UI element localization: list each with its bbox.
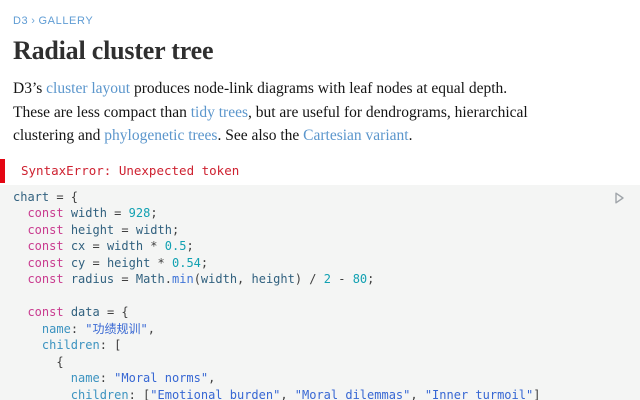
code-line <box>13 288 627 305</box>
intro-text: D3’s <box>13 80 47 97</box>
code-line: { <box>13 354 64 369</box>
inline-link[interactable]: cluster layout <box>46 80 131 97</box>
inline-link[interactable]: tidy trees <box>190 103 248 121</box>
code-editor[interactable]: chart = { const width = 928; const heigh… <box>13 189 627 400</box>
breadcrumb-item-d3[interactable]: D3 <box>13 15 29 27</box>
code-line: name: "功绩规训", <box>41 321 155 336</box>
intro-text: produces node-link diagrams with leaf no… <box>130 80 508 97</box>
breadcrumb-item-gallery[interactable]: GALLERY <box>38 15 94 27</box>
error-message: SyntaxError: Unexpected token <box>21 162 240 178</box>
code-line: children: ["Emotional burden", "Moral di… <box>70 387 541 400</box>
inline-link[interactable]: Cartesian variant <box>303 127 409 144</box>
intro-paragraph: D3’s cluster layout produces node-link d… <box>13 77 573 148</box>
code-line: const cy = height * 0.54; <box>27 255 209 270</box>
code-line: const radius = Math.min(width, height) /… <box>27 272 375 286</box>
code-line: const width = 928; <box>27 206 158 220</box>
play-outline-icon <box>611 190 627 206</box>
intro-text: . <box>408 127 413 144</box>
page-title: Radial cluster tree <box>13 36 214 65</box>
intro-text: , but are useful for dendrograms, hierar… <box>248 103 528 121</box>
code-cell[interactable]: chart = { const width = 928; const heigh… <box>0 184 640 400</box>
intro-text: clustering and <box>13 127 105 144</box>
code-line: name: "Moral norms", <box>70 371 216 385</box>
run-cell-button[interactable] <box>611 190 627 206</box>
code-line: chart = { <box>13 189 79 204</box>
breadcrumb: D3›GALLERY <box>0 0 640 28</box>
breadcrumb-separator-icon: › <box>31 15 36 27</box>
code-line: children: [ <box>41 338 122 352</box>
intro-text: These are less compact than <box>13 103 191 121</box>
intro-text: . See also the <box>217 127 304 144</box>
inline-link[interactable]: phylogenetic trees <box>104 127 218 144</box>
code-line: const height = width; <box>27 222 180 237</box>
code-line: const cx = width * 0.5; <box>27 239 194 253</box>
error-banner: SyntaxError: Unexpected token <box>0 158 640 183</box>
code-line: const data = { <box>27 305 129 319</box>
